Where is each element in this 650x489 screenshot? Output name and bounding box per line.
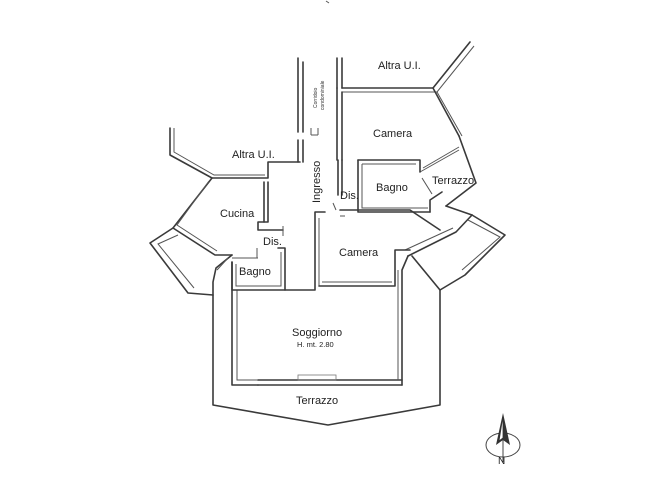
- label-dis-left: Dis.: [263, 236, 282, 248]
- label-terrazzo-right: Terrazzo: [432, 175, 474, 187]
- interior-walls: [231, 159, 443, 291]
- label-camera-top: Camera: [373, 128, 413, 140]
- top-mark: [325, 0, 330, 4]
- label-dis-right: Dis.: [340, 190, 359, 202]
- label-corridoio-line1: Corridoio: [313, 87, 319, 108]
- corridor-walls: [297, 57, 343, 163]
- compass-letter: N: [498, 456, 505, 467]
- label-soggiorno: Soggiorno: [292, 327, 342, 339]
- compass-icon: N: [485, 413, 521, 467]
- label-altra-ui-right: Altra U.I.: [378, 60, 421, 72]
- label-bagno-left: Bagno: [239, 266, 271, 278]
- apartment-envelope: [172, 87, 477, 386]
- label-terrazzo-bottom: Terrazzo: [296, 395, 338, 407]
- label-ingresso: Ingresso: [311, 161, 323, 203]
- label-cucina: Cucina: [220, 208, 255, 220]
- lower-terrace-boundary: [149, 214, 506, 426]
- label-bagno-right: Bagno: [376, 182, 408, 194]
- label-soggiorno-height: H. mt. 2.80: [297, 340, 334, 349]
- left-neighbor-boundary: [169, 127, 301, 179]
- label-altra-ui-left: Altra U.I.: [232, 149, 275, 161]
- label-corridoio-line2: condominiale: [320, 80, 326, 110]
- label-camera-mid: Camera: [339, 247, 379, 259]
